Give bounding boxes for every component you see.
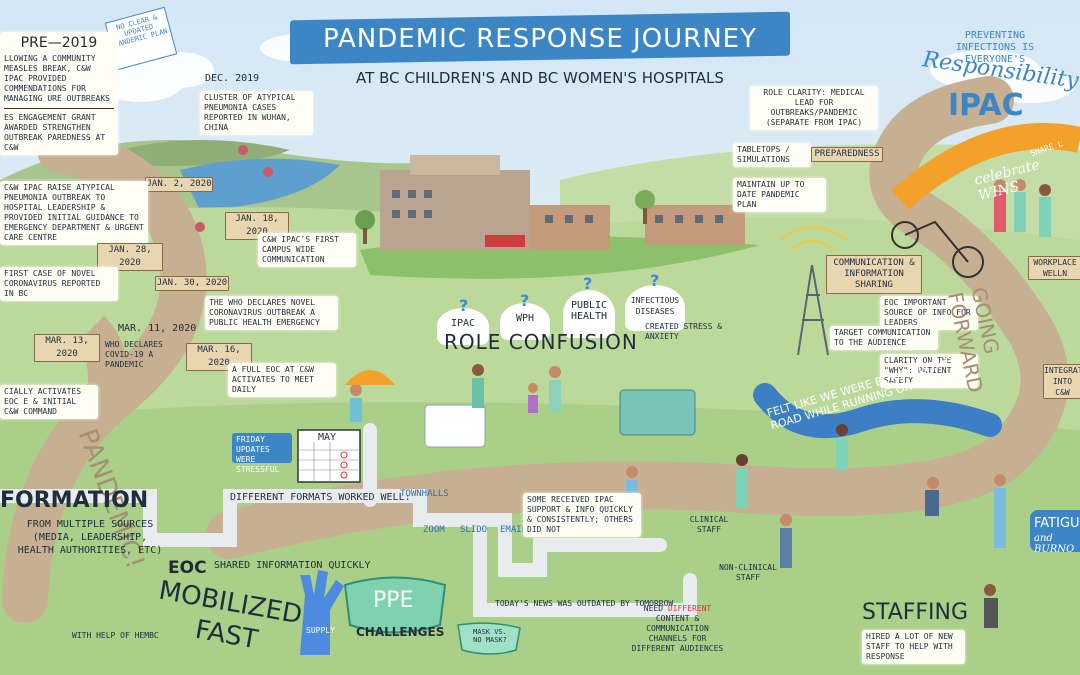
need-different-pre: NEED: [643, 604, 668, 613]
staffing-text: HIRED A LOT OF NEW STAFF TO HELP WITH RE…: [862, 630, 965, 664]
question-icon-4: ?: [650, 271, 660, 290]
communication-eoc: EOC IMPORTANT SOURCE OF INFO FOR LEADERS: [880, 296, 978, 330]
pre-2019-text-1: LLOWING A COMMUNITY MEASLES BREAK, C&W I…: [4, 54, 110, 103]
people: [350, 179, 1051, 628]
umbrella-drawing: [345, 370, 395, 385]
eoc-text: SHARED INFORMATION QUICKLY: [214, 560, 371, 571]
date-sign-jan-2: JAN. 2, 2020: [145, 177, 213, 192]
communication-target: TARGET COMMUNICATION TO THE AUDIENCE: [830, 326, 938, 350]
role-confusion-note: CREATED STRESS & ANXIETY: [645, 322, 723, 341]
friday-updates-text: FRIDAY UPDATES WERE STRESSFUL: [236, 435, 280, 474]
information-title: FORMATION: [0, 488, 149, 513]
bubble-ipac: IPAC: [437, 308, 489, 345]
date-sign-jan-28: JAN. 28, 2020: [97, 243, 163, 271]
calendar-month: MAY: [318, 432, 337, 443]
page-title: PANDEMIC RESPONSE JOURNEY: [323, 24, 757, 54]
event-mar-13: CIALLY ACTIVATES EOC E & INITIAL C&W COM…: [0, 385, 98, 419]
clinical-staff-label: CLINICAL STAFF: [689, 515, 729, 534]
hospital-bed: [424, 404, 486, 448]
trees: [355, 190, 655, 244]
event-jan-30: THE WHO DECLARES NOVEL CORONAVIRUS OUTBR…: [205, 296, 338, 330]
integrate-sign: INTEGRAT INTO C&W: [1043, 364, 1080, 399]
date-sign-jan-30: JAN. 30, 2020: [155, 276, 229, 291]
staffing-title: STAFFING: [862, 600, 969, 625]
need-different-post: CONTENT & COMMUNICATION CHANNELS FOR DIF…: [631, 614, 724, 653]
event-jan-28: FIRST CASE OF NOVEL CORONAVIRUS REPORTED…: [0, 267, 118, 301]
hembc-note: WITH HELP OF HEMBC: [72, 631, 159, 640]
pipes: [0, 423, 697, 617]
ribbon: [753, 383, 1002, 439]
bubble-infectious-diseases: INFECTIOUS DISEASES: [625, 285, 685, 331]
question-icon-3: ?: [583, 274, 593, 293]
role-confusion-title: ROLE CONFUSION: [444, 330, 638, 354]
need-different-highlight: DIFFERENT: [667, 604, 712, 613]
supply-label: SUPPLY: [306, 626, 335, 635]
pre-2019-card: PRE—2019 LLOWING A COMMUNITY MEASLES BRE…: [0, 32, 118, 155]
date-mar-11: MAR. 11, 2020: [118, 323, 197, 334]
pre-2019-heading: PRE—2019: [20, 35, 98, 51]
hospital-buildings: [360, 155, 760, 279]
format-slido: SLIDO: [460, 525, 488, 535]
preparedness-sign: PREPAREDNESS: [811, 147, 883, 162]
lake: [180, 158, 340, 210]
question-icon-1: ?: [459, 296, 469, 315]
preparedness-tabletops: TABLETOPS / SIMULATIONS: [733, 143, 811, 167]
event-mar-11: WHO DECLARES COVID-19 A PANDEMIC: [105, 340, 163, 369]
todays-news-label: TODAY'S NEWS WAS OUTDATED BY TOMORROW: [495, 599, 674, 608]
fatigue-bubble: [1030, 510, 1080, 552]
tandem-bike: [891, 220, 984, 278]
wins-arc: [891, 123, 1080, 210]
formats-title: DIFFERENT FORMATS WORKED WELL:: [230, 492, 411, 503]
mask-drawing: [343, 576, 447, 634]
date-sign-mar-13: MAR. 13, 2020: [34, 334, 100, 362]
fatigue-text: FATIGU: [1034, 516, 1080, 531]
road-right: [206, 76, 1069, 559]
bubble-public-health: PUBLIC HEALTH: [563, 290, 615, 338]
communication-clarity: CLARITY ON THE "WHY": PATIENT SAFETY: [880, 354, 978, 388]
page-subtitle: AT BC CHILDREN'S AND BC WOMEN'S HOSPITAL…: [356, 69, 724, 87]
information-text: FROM MULTIPLE SOURCES (MEDIA, LEADERSHIP…: [17, 519, 163, 556]
burnout-text: and BURNO: [1034, 533, 1075, 555]
preparedness-maintain: MAINTAIN UP TO DATE PANDEMIC PLAN: [733, 178, 826, 212]
mask-question: MASK VS. NO MASK?: [473, 628, 507, 644]
ipac-banner-line: PREVENTING INFECTIONS IS EVERYONE'S: [955, 30, 1035, 65]
need-different-note: NEED DIFFERENT CONTENT & COMMUNICATION C…: [625, 604, 730, 654]
format-zoom: ZOOM: [423, 525, 445, 535]
communication-sign: COMMUNICATION & INFORMATION SHARING: [826, 255, 922, 294]
dec-2019-text: CLUSTER OF ATYPICAL PNEUMONIA CASES REPO…: [200, 91, 313, 135]
ipac-support-note: SOME RECEIVED IPAC SUPPORT & INFO QUICKL…: [523, 493, 641, 537]
preparedness-role-clarity: ROLE CLARITY: MEDICAL LEAD FOR OUTBREAKS…: [750, 86, 878, 130]
friday-updates-bubble: [232, 433, 292, 463]
ppe-challenges: CHALLENGES: [356, 625, 445, 639]
radio-tower: [779, 226, 847, 356]
pre-2019-text-2: ES ENGAGEMENT GRANT AWARDED STRENGTHEN O…: [4, 113, 106, 152]
question-icon-2: ?: [520, 291, 530, 310]
format-townhalls: TOWNHALLS: [400, 489, 449, 499]
glove-drawing: [300, 570, 344, 655]
event-jan-18: C&W IPAC'S FIRST CAMPUS WIDE COMMUNICATI…: [258, 233, 356, 267]
dec-2019-date: DEC. 2019: [205, 73, 260, 84]
workplace-wellness-sign: WORKPLACE WELLN: [1028, 256, 1080, 280]
bubble-wph: WPH: [500, 303, 550, 340]
ipac-banner-big: IPAC: [948, 88, 1024, 123]
event-jan-2: C&W IPAC RAISE ATYPICAL PNEUMONIA OUTBRE…: [0, 181, 148, 245]
format-emails: EMAILS: [500, 525, 533, 535]
operating-table: [619, 389, 696, 436]
ppe-title: PPE: [373, 588, 414, 613]
eoc-label: EOC: [168, 558, 207, 578]
calendar-drawing: [297, 429, 361, 483]
badge-text: NO CLEAR & UPDATED PANDEMIC PLAN: [113, 13, 169, 49]
non-clinical-staff-label: NON-CLINICAL STAFF: [719, 563, 777, 582]
event-mar-16: A FULL EOC AT C&W ACTIVATES TO MEET DAIL…: [228, 363, 336, 397]
small-mask-drawing: [457, 622, 521, 655]
